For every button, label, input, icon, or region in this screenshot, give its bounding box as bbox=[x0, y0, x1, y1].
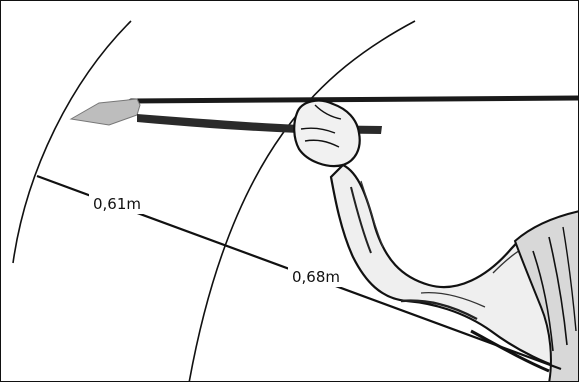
outer-distance-label: 0,68m bbox=[292, 268, 340, 286]
inner-reach-arc bbox=[13, 21, 131, 263]
hand bbox=[294, 101, 359, 166]
spear-shaft bbox=[131, 98, 579, 101]
inner-distance-label: 0,61m bbox=[93, 195, 141, 213]
spear-head bbox=[71, 99, 140, 125]
throwing-arm bbox=[294, 101, 579, 382]
outer-reach-arc bbox=[189, 21, 415, 382]
